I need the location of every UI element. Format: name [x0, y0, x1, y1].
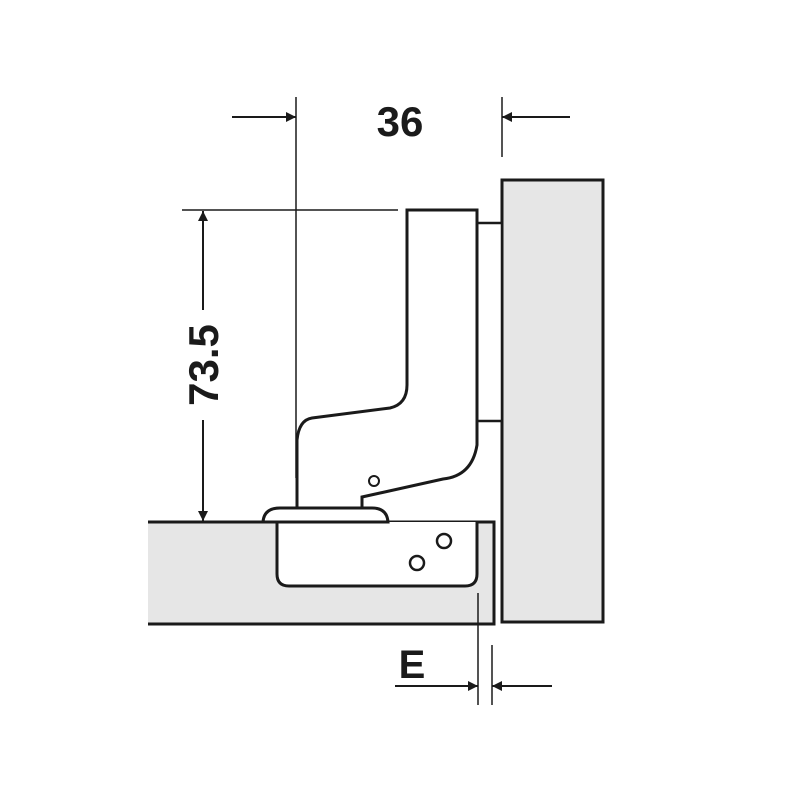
- mounting-plate: [475, 221, 504, 423]
- hinge-cup: [275, 522, 479, 588]
- hinge-arm: [295, 208, 479, 508]
- screw-hole: [408, 554, 426, 572]
- hinge-boss: [261, 506, 390, 524]
- overlay-dimension-label: E: [399, 643, 426, 687]
- height-dimension-label: 73.5: [180, 324, 227, 406]
- screw-hole: [435, 532, 453, 550]
- side-panel: [500, 178, 605, 624]
- width-dimension-label: 36: [377, 98, 424, 145]
- pivot-pin: [368, 475, 380, 487]
